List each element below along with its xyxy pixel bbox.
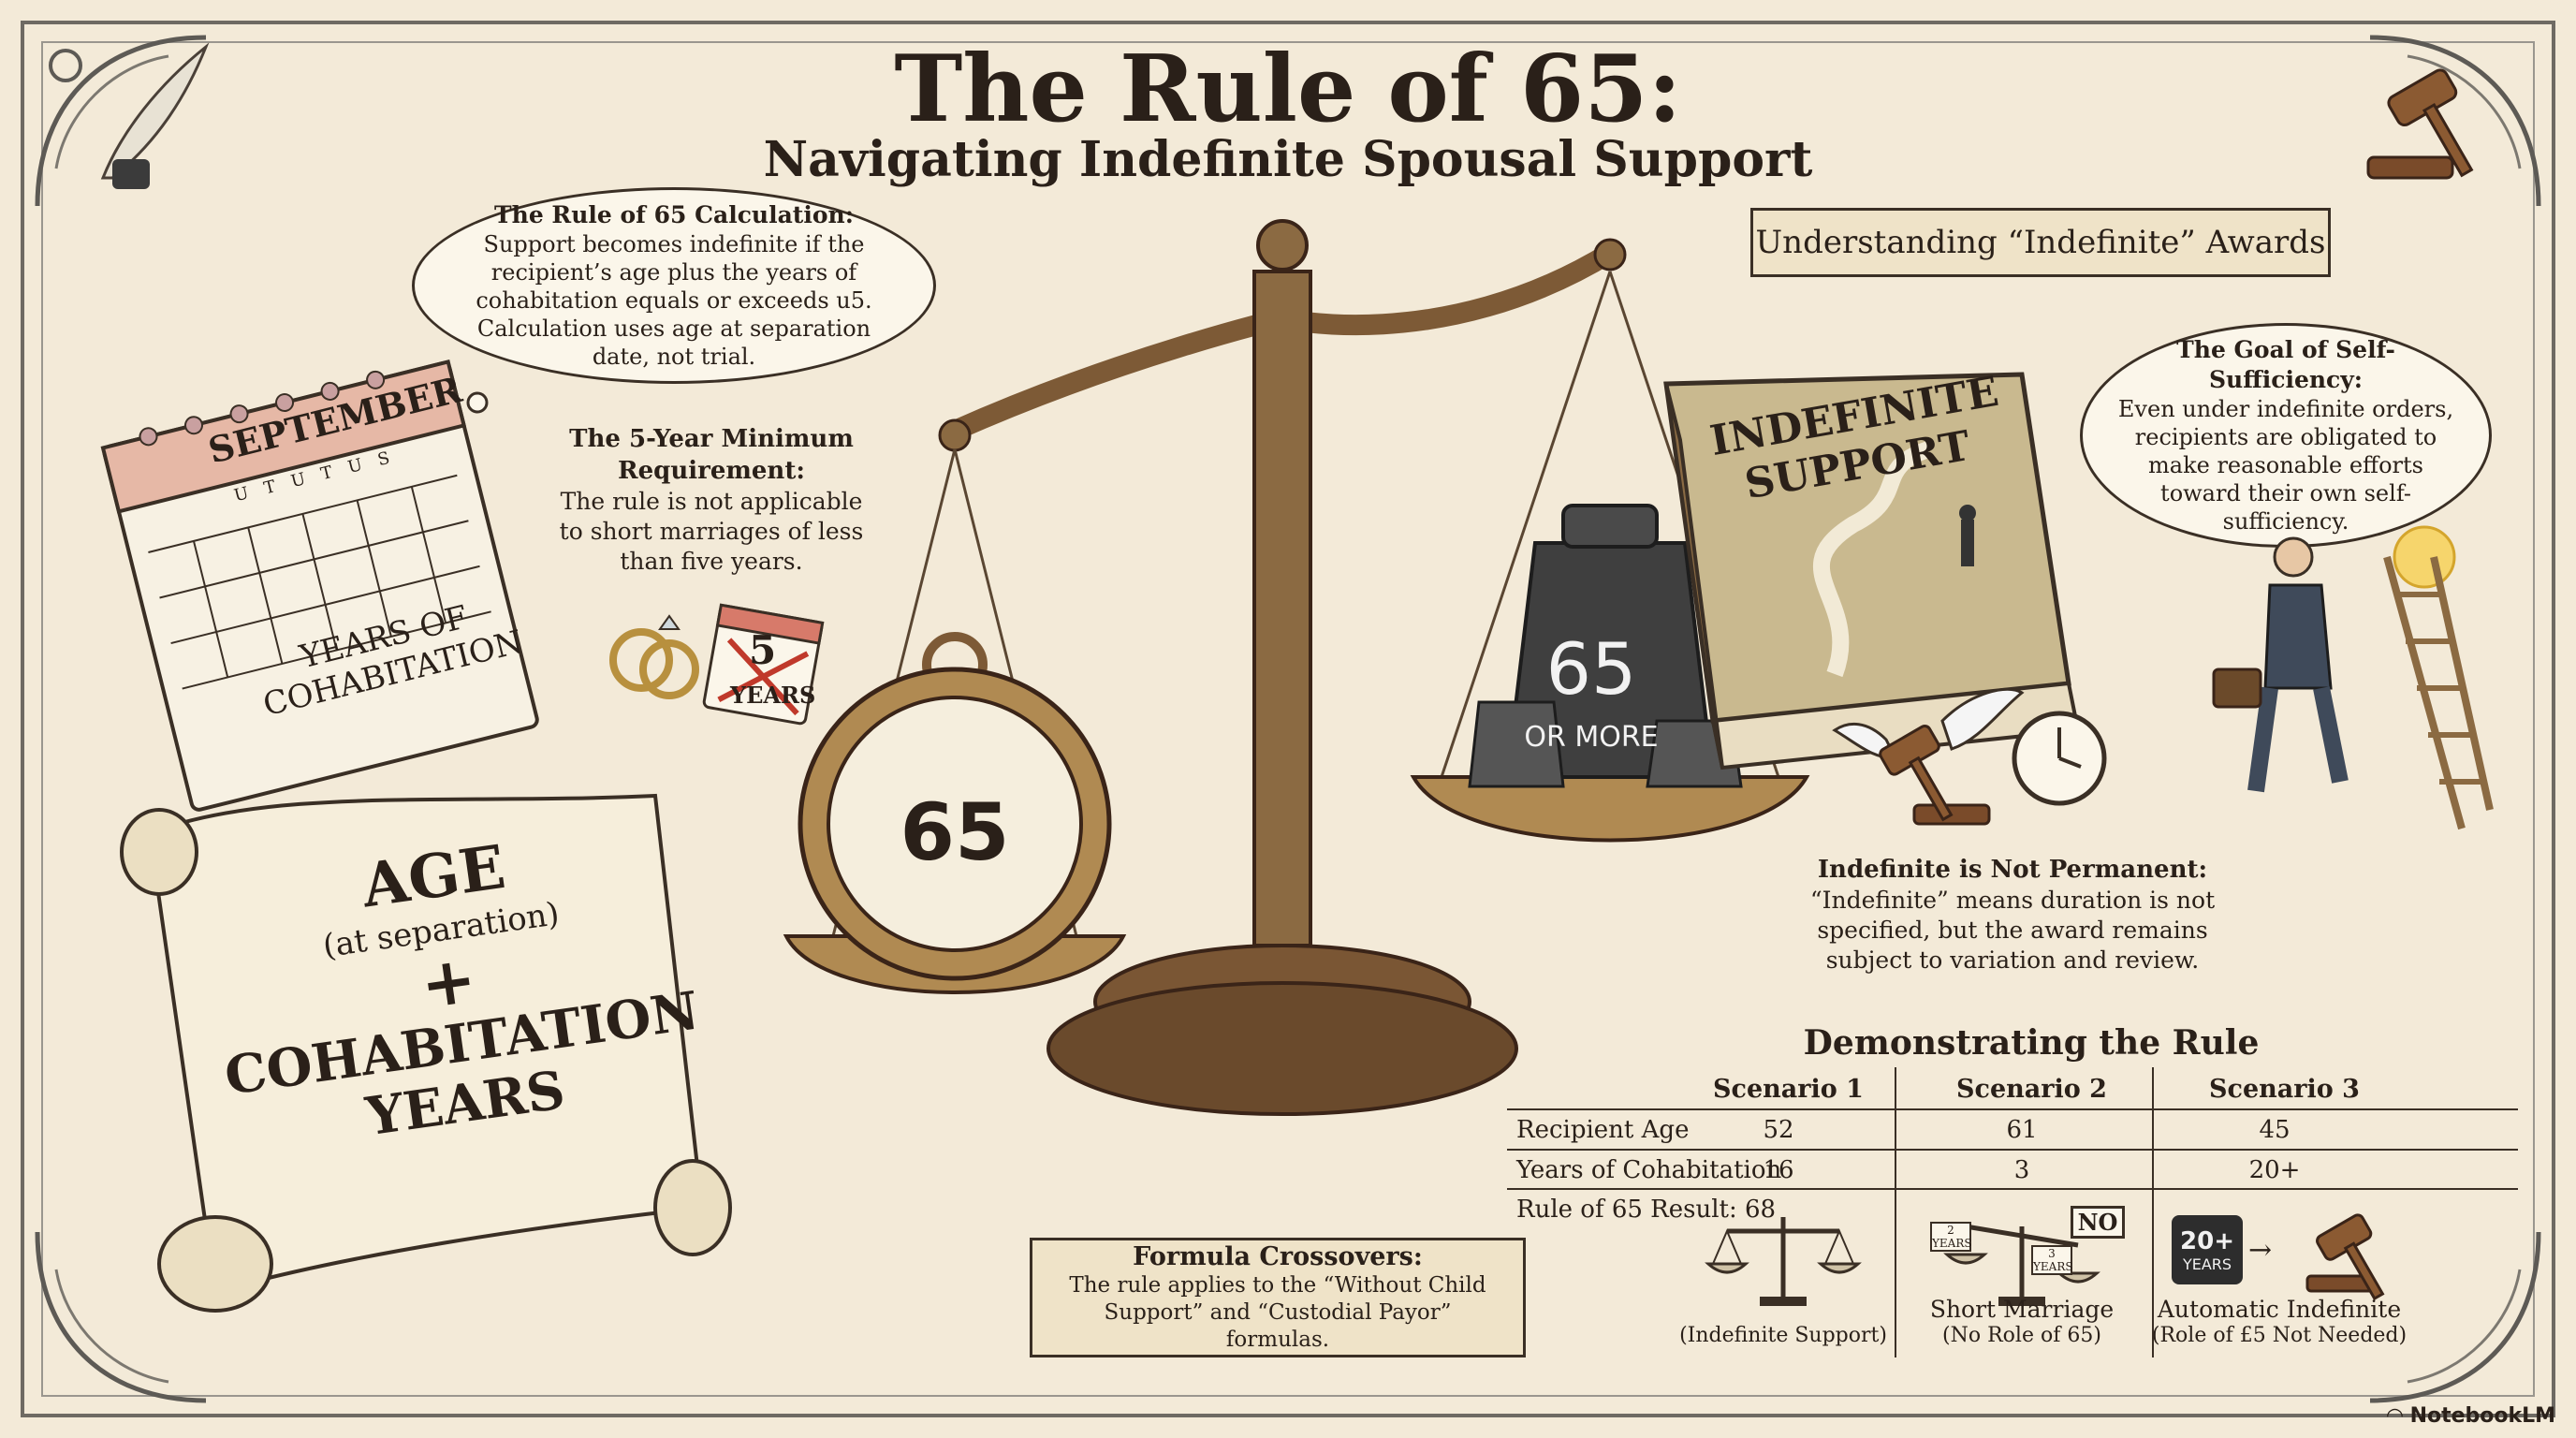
book-illustration (1663, 372, 2081, 770)
self-sufficiency-body: Even under indefinite orders, recipients… (2117, 396, 2454, 535)
understanding-banner: Understanding “Indefinite” Awards (1750, 208, 2331, 277)
row-label-result: Rule of 65 Result: 68 (1516, 1196, 1777, 1224)
balanced-scale-icon (1705, 1217, 1862, 1306)
scenario-1-caption: (Indefinite Support) (1679, 1324, 1887, 1347)
scenario-3-header: Scenario 3 (2209, 1075, 2360, 1104)
scenario-3-badge-label: YEARS (2182, 1255, 2232, 1273)
page-subtitle: Navigating Indefinite Spousal Support (763, 131, 1813, 188)
minimum-requirement-note: The 5-Year Minimum Requirement: The rule… (552, 423, 871, 577)
scenario-3-badge-num: 20+ (2180, 1226, 2234, 1255)
row-label-recipient-age: Recipient Age (1516, 1116, 1690, 1144)
scenario-2-no-sign: NO (2071, 1206, 2125, 1239)
balance-scale (783, 219, 1810, 1116)
understanding-banner-text: Understanding “Indefinite” Awards (1755, 224, 2326, 261)
crossovers-banner: Formula Crossovers: The rule applies to … (1030, 1238, 1526, 1357)
wedding-rings-icon (609, 614, 699, 699)
page-title: The Rule of 65: (894, 36, 1682, 143)
scenario-3-age: 45 (2259, 1116, 2291, 1144)
clock-icon (2012, 711, 2107, 806)
brand-text: NotebookLM (2409, 1404, 2556, 1428)
minimum-heading: The 5-Year Minimum Requirement: (569, 425, 854, 485)
scenario-3-badge: 20+ YEARS (2172, 1215, 2243, 1284)
self-sufficiency-bubble: The Goal of Self-Sufficiency: Even under… (2080, 323, 2492, 548)
arrow-right-icon: → (2248, 1234, 2273, 1267)
scenario-2-tag-left: 2 YEARS (1930, 1222, 1972, 1252)
demo-title: Demonstrating the Rule (1803, 1023, 2260, 1063)
corner-flourish-bottom-right (2369, 1231, 2541, 1403)
scenario-2-tag-right: 3 YEARS (2031, 1245, 2073, 1275)
brand-icon: ◠ (2387, 1404, 2410, 1428)
stopwatch-number: 65 (900, 786, 1010, 878)
scenario-1-header: Scenario 1 (1713, 1075, 1864, 1104)
small-calendar-icon (702, 603, 825, 726)
scenario-3-gavel-icon (2305, 1213, 2385, 1301)
winged-gavel-icon (1832, 687, 2025, 826)
not-permanent-heading: Indefinite is Not Permanent: (1817, 856, 2208, 884)
demo-table-grid (1507, 1067, 2518, 1357)
minimum-body: The rule is not applicable to short marr… (559, 488, 864, 575)
decorative-frame-inner (41, 41, 2535, 1397)
scenario-3-caption: Automatic Indefinite (2157, 1296, 2402, 1323)
scenario-1-years: 16 (1763, 1156, 1794, 1184)
corner-flourish-bottom-left (35, 1231, 207, 1403)
scenario-3-subcaption: (Role of £5 Not Needed) (2151, 1324, 2408, 1347)
self-sufficiency-heading: The Goal of Self-Sufficiency: (2176, 336, 2395, 393)
crossovers-heading: Formula Crossovers: (1133, 1241, 1423, 1271)
not-permanent-note: Indefinite is Not Permanent: “Indefinite… (1807, 854, 2218, 976)
calculation-heading: The Rule of 65 Calculation: (494, 201, 854, 228)
tipped-scale-icon (1943, 1224, 2100, 1306)
calculation-thought-bubble: The Rule of 65 Calculation: Support beco… (412, 187, 936, 384)
weight-label: OR MORE (1524, 721, 1659, 754)
climbing-person-illustration (2212, 525, 2494, 830)
scenario-1-age: 52 (1763, 1116, 1794, 1144)
not-permanent-body: “Indefinite” means duration is not speci… (1809, 887, 2216, 974)
scenario-2-age: 61 (2006, 1116, 2038, 1144)
gavel-icon (2366, 68, 2474, 180)
calculation-body: Support becomes indefinite if the recipi… (476, 231, 872, 370)
scenario-2-header: Scenario 2 (1956, 1075, 2107, 1104)
quill-icon (100, 42, 210, 189)
corner-flourish-top-left (35, 35, 207, 207)
parchment-scroll (120, 793, 732, 1313)
crossovers-body: The rule applies to the “Without Child S… (1069, 1272, 1486, 1352)
corner-flourish-top-right (2369, 35, 2541, 207)
calendar-illustration (100, 360, 539, 812)
weight-number: 65 (1545, 627, 1637, 711)
scenario-2-years: 3 (2013, 1156, 2030, 1184)
small-calendar-number: 5 (749, 627, 777, 673)
small-calendar-label: YEARS (730, 682, 816, 709)
scenario-2-subcaption: (No Role of 65) (1942, 1324, 2101, 1347)
row-label-years-cohabitation: Years of Cohabitation (1516, 1156, 1782, 1184)
scenario-3-years: 20+ (2248, 1156, 2301, 1184)
scenario-2-caption: Short Marriage (1929, 1296, 2115, 1323)
brand-logo: ◠ NotebookLM (2387, 1404, 2555, 1428)
decorative-frame (21, 21, 2555, 1417)
